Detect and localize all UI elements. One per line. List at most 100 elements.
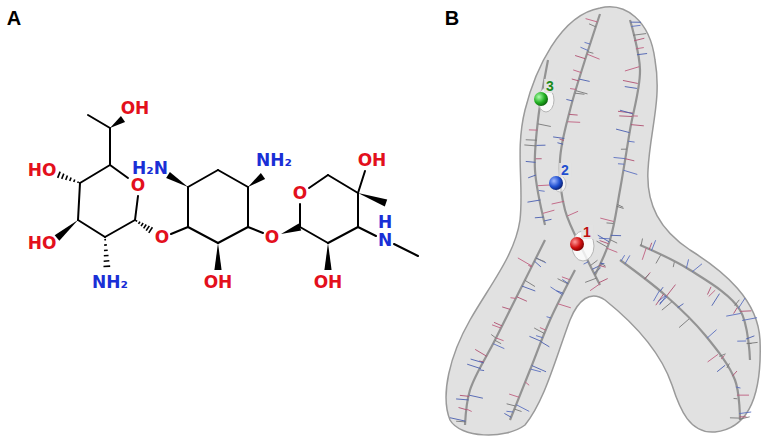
nucleotide-stick [575,56,585,59]
nucleotide-stick [719,354,725,357]
nucleotide-stick [586,19,598,22]
nucleotide-stick [538,124,551,127]
rna-strands [450,14,758,425]
nucleotide-stick [738,298,745,309]
nucleotide-stick [534,328,544,334]
nucleotide-stick [528,265,531,266]
atom-label: HO [28,235,57,252]
nucleotide-stick [686,259,688,268]
nucleotide-stick [552,201,565,204]
single-bond [188,227,218,243]
wedge-bond [110,116,125,128]
nucleotide-stick [575,93,584,94]
nucleotide-stick [550,287,562,295]
nucleotide-stick [611,235,621,236]
atom-label-holder: OH [121,100,150,117]
nucleotide-stick [540,328,546,331]
single-bond [88,115,110,128]
single-bond [358,171,365,193]
nucleotide-stick [637,54,647,55]
atom-label: NH₂ [92,274,128,291]
binding-site-sphere [549,176,563,190]
backbone-ribbon [465,240,545,425]
nucleotide-stick [730,417,740,418]
atom-label: OH [358,152,387,169]
backbone-ribbon [620,260,740,420]
nucleotide-stick [535,217,544,219]
nucleotide-stick [641,239,642,246]
nucleotide-stick [625,159,634,161]
wedge-bond [214,243,221,270]
atom-label-holder: OH [314,274,343,291]
single-bond [300,227,328,243]
nucleotide-stick [590,260,597,265]
nucleotide-stick [707,330,716,338]
binding-site-sphere [570,237,584,251]
nucleotide-stick [726,313,740,316]
atom-label-holder: N [378,232,392,249]
nucleotide-stick [506,411,513,413]
hashed-bond [103,240,110,267]
nucleotide-stick [471,359,484,363]
nucleotide-stick [510,297,515,299]
chemical-structure [55,115,418,270]
nucleotide-stick [587,54,600,59]
nucleotide-stick [556,291,563,294]
single-bond [78,183,80,220]
nucleotide-stick [460,395,469,397]
nucleotide-stick [525,280,535,286]
nucleotide-stick [547,317,551,318]
nucleotide-stick [660,297,667,303]
nucleotide-stick [737,395,749,396]
nucleotide-stick [623,170,637,174]
nucleotide-stick [569,114,578,116]
backbone-ribbon [640,245,750,360]
hashed-bond [136,220,152,233]
nucleotide-stick [536,258,546,263]
nucleotide-stick [727,363,729,367]
backbone-ribbon [510,270,575,420]
nucleotide-stick [623,80,638,83]
nucleotide-stick [633,34,646,36]
nucleotide-stick [678,304,684,308]
nucleotide-stick [562,277,570,280]
nucleotide-stick [495,340,501,343]
nucleotide-stick [621,149,627,150]
nucleotide-stick [467,364,481,368]
nucleotide-stick [576,91,588,94]
atom-label: OH [314,274,343,291]
nucleotide-stick [632,115,637,116]
single-bond [248,227,263,233]
single-bond [171,227,188,234]
nucleotide-stick [590,284,599,291]
nucleotide-stick [553,137,564,139]
nucleotide-stick [614,157,626,158]
single-bond [135,196,138,220]
atom-label: O [155,229,169,246]
single-bond [105,220,135,237]
nucleotide-stick [507,404,516,406]
nucleotide-stick [616,129,630,133]
callout-number-holder: 1 [581,225,593,239]
nucleotide-stick [522,286,535,291]
nucleotide-stick [580,47,588,50]
nucleotide-stick [538,185,550,187]
nucleotide-stick [496,338,504,341]
nucleotide-stick [651,240,655,251]
nucleotide-stick [621,255,624,261]
nucleotide-stick [620,110,633,114]
panel-letter: B [445,8,459,28]
nucleotide-stick [734,398,738,399]
nucleotide-stick [625,67,639,71]
nucleotide-stick [660,287,663,291]
nucleotide-stick [656,255,661,263]
nucleotide-stick [459,408,468,410]
single-bond [247,187,249,227]
nucleotide-stick [717,365,725,371]
callout-number: 2 [559,163,571,177]
nucleotide-stick [585,42,591,44]
nucleotide-stick [526,161,536,163]
nucleotide-stick [737,340,746,341]
nucleotide-stick [642,248,646,260]
nucleotide-stick [610,240,617,243]
